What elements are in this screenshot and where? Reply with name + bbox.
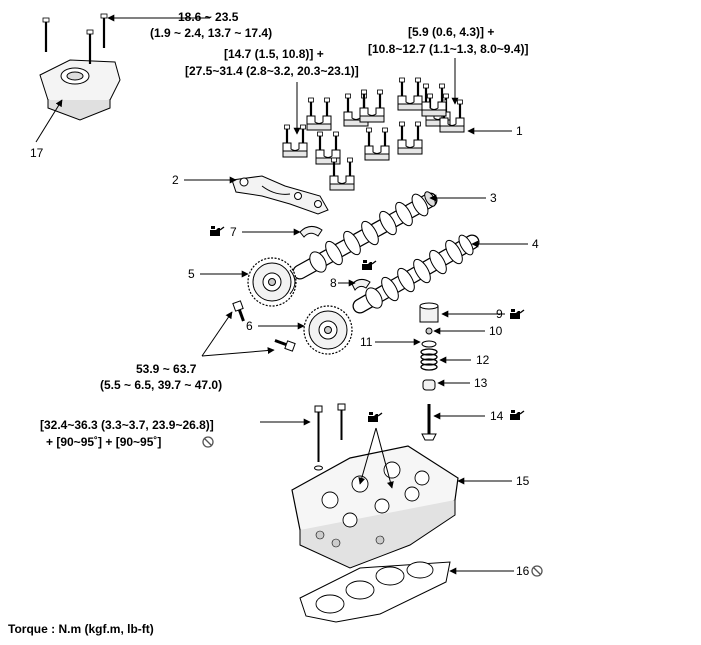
torque-label-sprocket-bolts: 53.9 ~ 63.7 [136, 362, 197, 376]
torque-unit-footer: Torque : N.m (kgf.m, lb-ft) [8, 622, 154, 636]
head-bolts [314, 403, 346, 471]
callout-4: 4 [532, 237, 539, 251]
torque-label-head-bolts: [32.4~36.3 (3.3~3.7, 23.9~26.8)] [40, 418, 214, 432]
oil-can-icon [361, 259, 377, 271]
head-gasket-16 [299, 561, 451, 623]
callout-10: 10 [489, 324, 503, 338]
sprocket-bolts [232, 300, 296, 352]
no-reuse-icon [531, 565, 543, 577]
torque-label-sprocket-bolts-units: (5.5 ~ 6.5, 39.7 ~ 47.0) [100, 378, 223, 392]
callout-2: 2 [172, 173, 179, 187]
torque-label-front-cap: [14.7 (1.5, 10.8)] + [224, 47, 324, 61]
valve-train [419, 302, 439, 441]
torque-label-head-bolts-angle: + [90~95˚] + [90~95˚] [46, 435, 162, 449]
callout-7: 7 [230, 225, 237, 239]
torque-label-cap-bolts: [5.9 (0.6, 4.3)] + [408, 25, 495, 39]
retainer-11 [421, 340, 437, 348]
callout-12: 12 [476, 353, 490, 367]
torque-label-front-cap-units: [27.5~31.4 (2.8~3.2, 20.3~23.1)] [185, 64, 359, 78]
sprocket-6 [303, 305, 353, 355]
torque-label-cap-bolts-units: [10.8~12.7 (1.1~1.3, 8.0~9.4)] [368, 42, 529, 56]
callout-15: 15 [516, 474, 530, 488]
cover-plate-17 [39, 12, 121, 121]
tappet-9 [419, 302, 439, 323]
callout-5: 5 [188, 267, 195, 281]
thrust-bearing-8 [351, 278, 371, 291]
valve-stem-seal-13 [422, 379, 436, 391]
oil-can-icon [209, 225, 225, 237]
callout-16: 16 [516, 564, 530, 578]
bearing-caps-1 [281, 76, 466, 192]
callout-3: 3 [490, 191, 497, 205]
leader-lines [35, 14, 528, 575]
callout-6: 6 [246, 319, 253, 333]
sprocket-5 [247, 257, 297, 307]
oil-can-icon [367, 411, 383, 423]
thrust-bearing-7 [299, 226, 323, 238]
no-reuse-icon [202, 436, 214, 448]
camshaft-4 [352, 234, 480, 314]
valve-14 [421, 404, 437, 441]
callout-9: 9 [496, 307, 503, 321]
torque-label-cover-bolts-units: (1.9 ~ 2.4, 13.7 ~ 17.4) [150, 26, 273, 40]
callout-1: 1 [516, 124, 523, 138]
callout-8: 8 [330, 276, 337, 290]
callout-17: 17 [30, 146, 44, 160]
callout-13: 13 [474, 376, 488, 390]
torque-label-cover-bolts: 18.6 ~ 23.5 [178, 10, 239, 24]
cylinder-head-15 [291, 445, 459, 569]
retainer-lock-10 [425, 327, 433, 335]
oil-can-icon [509, 308, 525, 320]
oil-can-icon [509, 409, 525, 421]
valve-spring-12 [420, 348, 438, 371]
front-bearing-cap-2 [231, 175, 329, 215]
callout-11: 11 [360, 335, 373, 349]
callout-14: 14 [490, 409, 504, 423]
